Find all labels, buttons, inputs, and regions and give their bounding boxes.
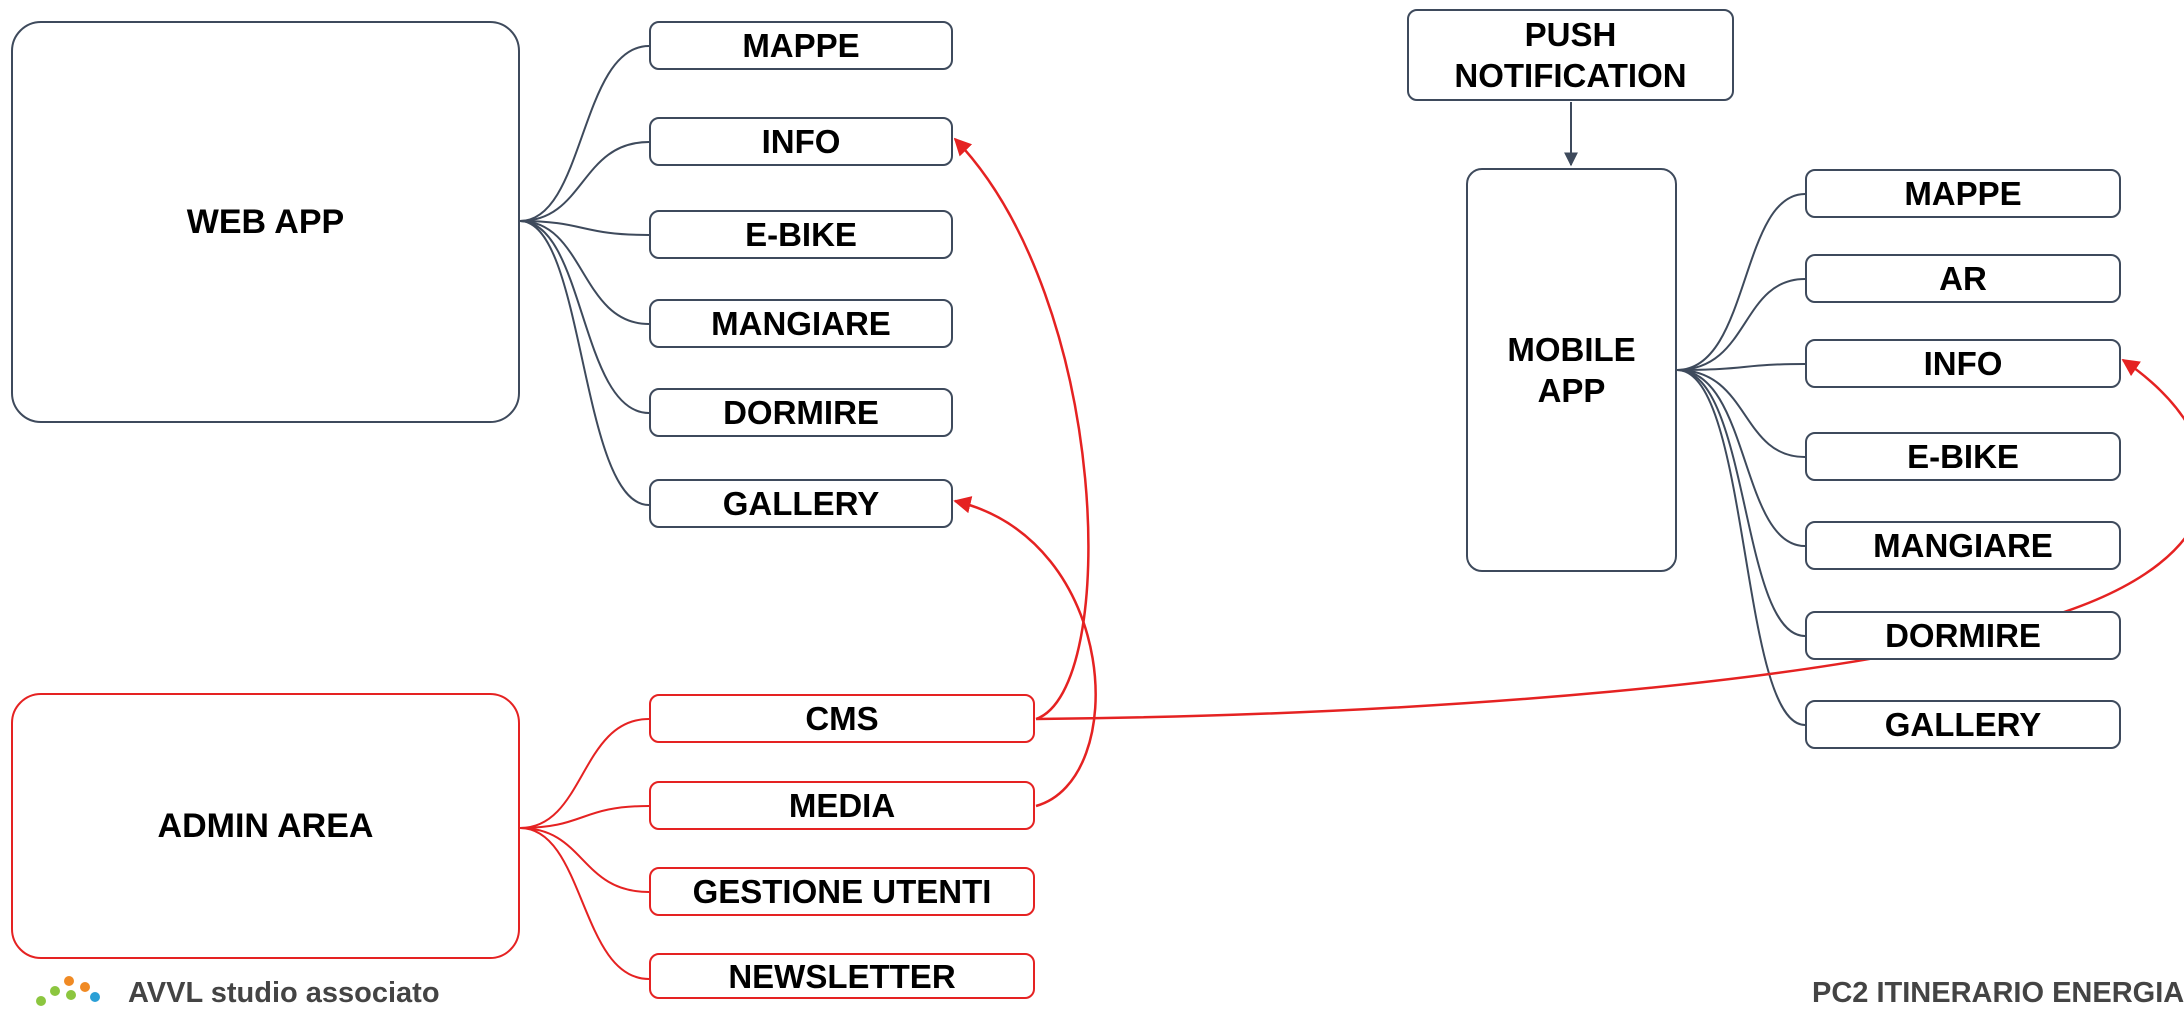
web-item-ebike[interactable]: E-BIKE <box>649 210 953 259</box>
web-item-gallery[interactable]: GALLERY <box>649 479 953 528</box>
connector-admin-media <box>519 805 650 829</box>
mobile-app-title: MOBILE APP <box>1507 331 1636 409</box>
company-logo-icon <box>36 976 106 1006</box>
push-notification-title: PUSH NOTIFICATION <box>1454 16 1687 94</box>
connector-web-dormire <box>519 220 650 414</box>
link-cms-to-web-info <box>953 137 1090 721</box>
mobile-item-gallery[interactable]: GALLERY <box>1805 700 2121 749</box>
connector-mobile-mappe <box>1676 193 1806 371</box>
connector-admin-cms <box>519 718 650 829</box>
admin-connectors <box>519 718 650 980</box>
mobile-item-ar[interactable]: AR <box>1805 254 2121 303</box>
web-app-connectors <box>519 45 650 506</box>
web-item-info[interactable]: INFO <box>649 117 953 166</box>
admin-item-cms[interactable]: CMS <box>649 694 1035 743</box>
admin-item-newsletter[interactable]: NEWSLETTER <box>649 953 1035 999</box>
footer-company-name: AVVL studio associato <box>128 977 440 1009</box>
mobile-item-ebike[interactable]: E-BIKE <box>1805 432 2121 481</box>
connector-admin-gestione <box>519 827 650 893</box>
connector-web-mangiare <box>519 220 650 325</box>
web-item-mappe[interactable]: MAPPE <box>649 21 953 70</box>
web-app-title: WEB APP <box>186 202 345 241</box>
connector-mobile-gallery <box>1676 369 1806 726</box>
connector-web-mappe <box>519 45 650 222</box>
connector-web-gallery <box>519 220 650 506</box>
web-app-node[interactable]: WEB APP <box>11 21 520 423</box>
admin-item-gestione-utenti[interactable]: GESTIONE UTENTI <box>649 867 1035 916</box>
connector-mobile-dormire <box>1676 369 1806 637</box>
mobile-connectors <box>1676 193 1806 726</box>
web-item-dormire[interactable]: DORMIRE <box>649 388 953 437</box>
mobile-item-mappe[interactable]: MAPPE <box>1805 169 2121 218</box>
mobile-item-mangiare[interactable]: MANGIARE <box>1805 521 2121 570</box>
admin-area-node[interactable]: ADMIN AREA <box>11 693 520 959</box>
connector-mobile-ebike <box>1676 369 1806 458</box>
admin-area-title: ADMIN AREA <box>157 806 374 845</box>
mobile-item-dormire[interactable]: DORMIRE <box>1805 611 2121 660</box>
admin-item-media[interactable]: MEDIA <box>649 781 1035 830</box>
connector-mobile-info <box>1676 363 1806 371</box>
mobile-app-node[interactable]: MOBILE APP <box>1466 168 1677 572</box>
footer-project-name: PC2 ITINERARIO ENERGIA <box>1812 977 2184 1009</box>
mobile-item-info[interactable]: INFO <box>1805 339 2121 388</box>
connector-mobile-mangiare <box>1676 369 1806 547</box>
connector-web-info <box>519 141 650 222</box>
push-notification-node[interactable]: PUSH NOTIFICATION <box>1407 9 1734 101</box>
connector-mobile-ar <box>1676 278 1806 371</box>
link-media-to-web-gallery <box>953 496 1097 808</box>
connector-web-ebike <box>519 220 650 236</box>
connector-admin-newsletter <box>519 827 650 980</box>
web-item-mangiare[interactable]: MANGIARE <box>649 299 953 348</box>
